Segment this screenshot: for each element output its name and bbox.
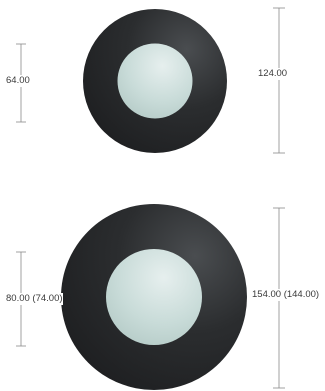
bottom-disc — [61, 204, 247, 390]
top-outer-dimension-line — [273, 7, 285, 154]
top-inner-circle — [117, 43, 193, 119]
bottom-inner-circle — [106, 249, 202, 345]
top-inner-dimension-label: 64.00 — [6, 75, 30, 87]
top-outer-dimension-label: 124.00 — [258, 68, 288, 80]
top-disc — [83, 9, 227, 153]
bottom-outer-dimension-label: 154.00 (144.00) — [252, 289, 320, 301]
bottom-inner-dimension-label: 80.00 (74.00) — [6, 293, 63, 305]
